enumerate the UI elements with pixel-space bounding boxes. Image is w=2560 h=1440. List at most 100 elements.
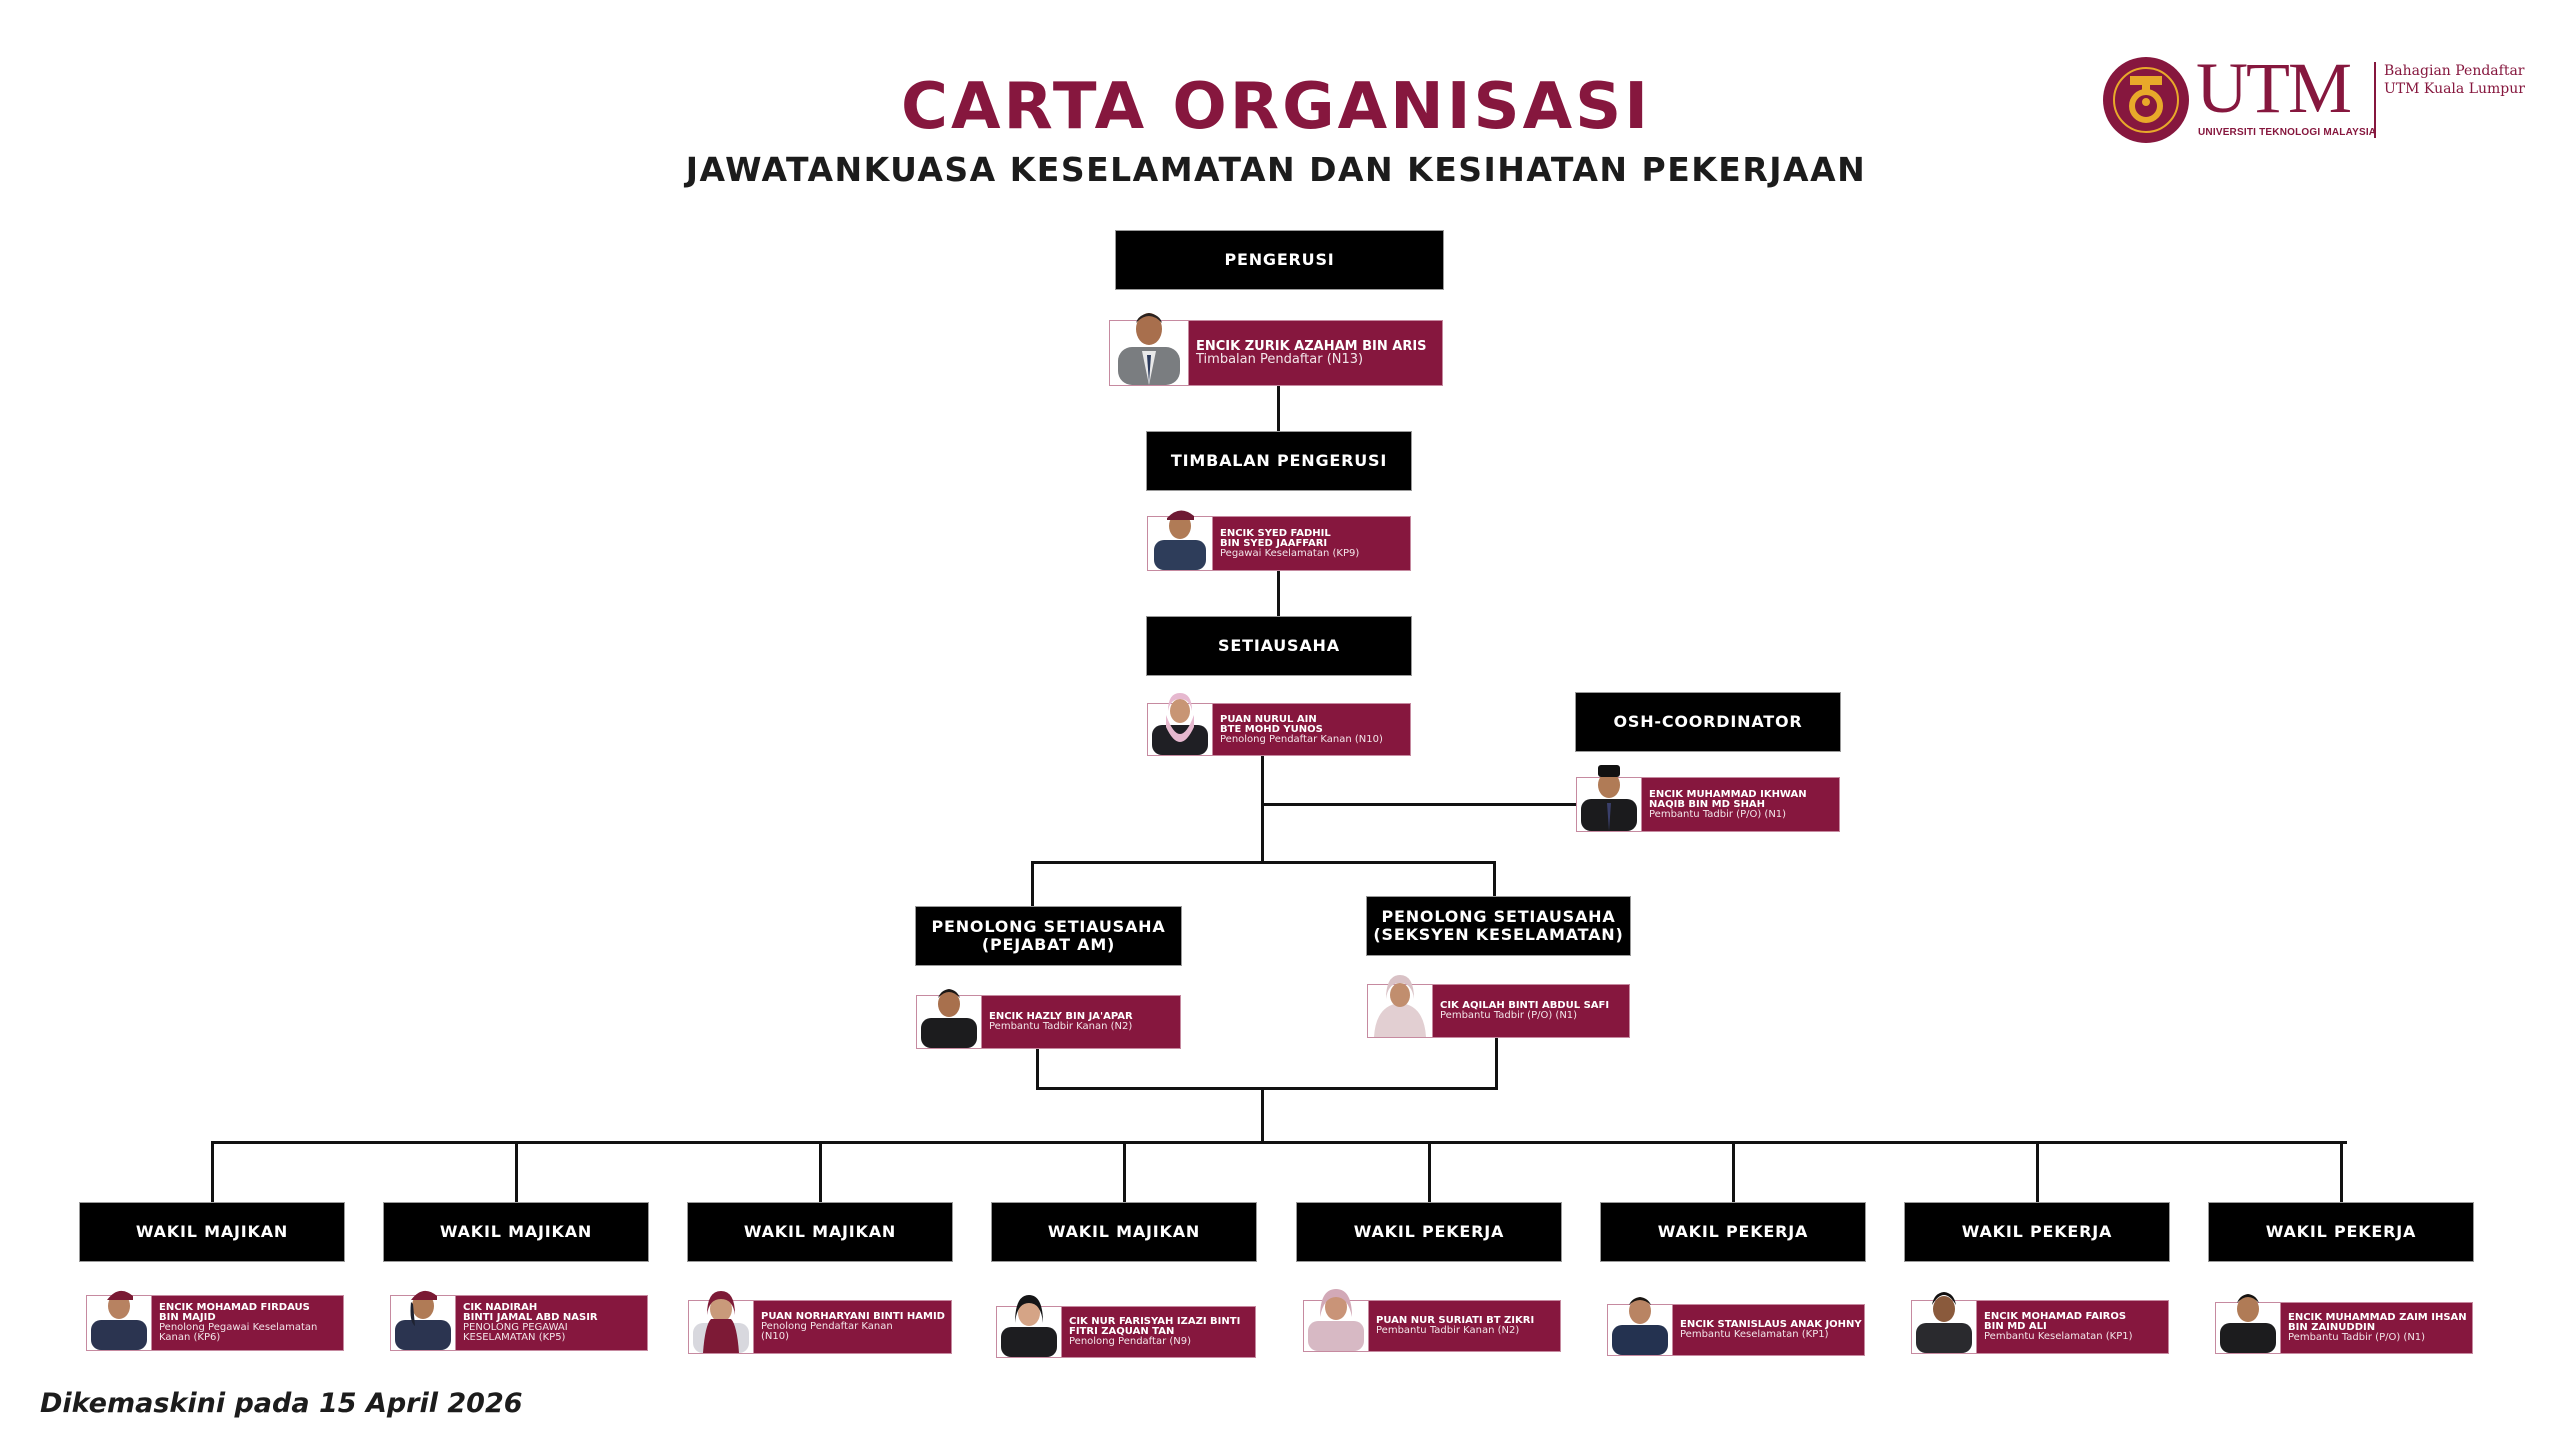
chart-title: CARTA ORGANISASI <box>900 70 1652 144</box>
member-card-representative[interactable]: CIK NUR FARISYAH IZAZI BINTI FITRI ZAQUA… <box>996 1295 1256 1358</box>
member-position: Pembantu Tadbir (P/O) (N1) <box>2288 1332 2426 1343</box>
utm-university-name: UNIVERSITI TEKNOLOGI MALAYSIA <box>2198 127 2377 138</box>
member-photo <box>87 1290 152 1350</box>
connector-penolong-am-drop <box>1031 861 1034 907</box>
person-photo-icon <box>1916 1292 1972 1353</box>
member-name: ENCIK STANISLAUS ANAK JOHNY <box>1680 1319 1862 1330</box>
member-position: Pembantu Tadbir (P/O) (N1) <box>1649 808 1787 820</box>
connector-penolong-bar <box>1031 861 1496 864</box>
member-photo <box>1148 693 1213 755</box>
role-box-wakil-pekerja: WAKIL PEKERJA <box>1297 1203 1561 1261</box>
member-photo <box>1110 313 1189 385</box>
role-box-wakil-pekerja: WAKIL PEKERJA <box>1601 1203 1865 1261</box>
member-position: Penolong Pendaftar Kanan (N10) <box>761 1321 893 1342</box>
member-name: ENCIK SYED FADHIL BIN SYED JAAFFARI <box>1220 527 1331 549</box>
member-position: Pembantu Keselamatan (KP1) <box>1984 1331 2133 1342</box>
connector-bus <box>211 1141 2347 1144</box>
member-name: ENCIK MUHAMMAD IKHWAN NAQIB BIN MD SHAH <box>1649 788 1807 810</box>
member-position: Pembantu Tadbir Kanan (N2) <box>989 1021 1133 1032</box>
role-box-wakil-majikan: WAKIL MAJIKAN <box>80 1203 344 1261</box>
connector-representative-drop <box>2036 1141 2039 1203</box>
member-photo <box>1304 1289 1369 1351</box>
member-position: Penolong Pendaftar (N9) <box>1069 1336 1192 1347</box>
member-name: PUAN NORHARYANI BINTI HAMID <box>761 1311 945 1322</box>
department-line-2: UTM Kuala Lumpur <box>2384 81 2525 97</box>
connector-representative-drop <box>1428 1141 1431 1203</box>
utm-wordmark: UTM <box>2196 48 2352 128</box>
member-position: Pembantu Tadbir Kanan (N2) <box>1376 1325 1520 1336</box>
member-position: PENOLONG PEGAWAI KESELAMATAN (KP5) <box>463 1322 568 1343</box>
member-card-osh-coordinator[interactable]: ENCIK MUHAMMAD IKHWAN NAQIB BIN MD SHAH … <box>1576 765 1840 832</box>
member-card-setiausaha[interactable]: PUAN NURUL AIN BTE MOHD YUNOS Penolong P… <box>1147 693 1411 756</box>
chart-subtitle: JAWATANKUASA KESELAMATAN DAN KESIHATAN P… <box>685 150 1867 189</box>
role-box-wakil-majikan: WAKIL MAJIKAN <box>992 1203 1256 1261</box>
member-photo <box>1912 1292 1977 1353</box>
member-name: ENCIK HAZLY BIN JA'APAR <box>989 1011 1133 1022</box>
member-position: Pegawai Keselamatan (KP9) <box>1220 547 1360 559</box>
person-photo-icon <box>1118 313 1180 385</box>
logo-divider <box>2374 62 2376 138</box>
person-photo-icon <box>1154 510 1206 570</box>
role-box-osh-coordinator: OSH-COORDINATOR <box>1576 693 1840 751</box>
department-name: Bahagian Pendaftar UTM Kuala Lumpur <box>2384 62 2525 98</box>
member-photo <box>997 1295 1062 1357</box>
person-photo-icon <box>1612 1297 1668 1355</box>
member-position: Pembantu Tadbir (P/O) (N1) <box>1440 1010 1578 1021</box>
connector-pengerusi-timbalan <box>1277 386 1280 432</box>
role-box-wakil-majikan: WAKIL MAJIKAN <box>384 1203 648 1261</box>
member-photo <box>1148 510 1213 570</box>
person-photo-icon <box>1581 765 1637 831</box>
connector-penolong-am-up <box>1036 1049 1039 1089</box>
member-position: Pembantu Keselamatan (KP1) <box>1680 1329 1829 1340</box>
member-card-penolong-setiausaha-keselamatan[interactable]: CIK AQILAH BINTI ABDUL SAFI Pembantu Tad… <box>1367 975 1630 1038</box>
role-box-setiausaha: SETIAUSAHA <box>1147 617 1411 675</box>
last-updated-note: Dikemaskini pada 15 April 2026 <box>40 1388 523 1419</box>
member-name: CIK AQILAH BINTI ABDUL SAFI <box>1440 1000 1610 1011</box>
person-photo-icon <box>395 1290 451 1350</box>
person-photo-icon <box>1001 1295 1057 1357</box>
person-photo-icon <box>91 1290 147 1350</box>
connector-osh-branch <box>1261 803 1576 806</box>
person-photo-icon <box>693 1291 749 1353</box>
connector-setiausaha-trunk <box>1261 756 1264 864</box>
member-position: Timbalan Pendaftar (N13) <box>1196 352 1364 367</box>
connector-timbalan-setiausaha <box>1277 571 1280 617</box>
member-card-pengerusi[interactable]: ENCIK ZURIK AZAHAM BIN ARIS Timbalan Pen… <box>1109 313 1443 386</box>
member-name: PUAN NUR SURIATI BT ZIKRI <box>1376 1315 1535 1326</box>
member-name: CIK NUR FARISYAH IZAZI BINTI FITRI ZAQUA… <box>1069 1316 1241 1337</box>
member-photo <box>917 989 982 1048</box>
member-name: ENCIK MOHAMAD FIRDAUS BIN MAJID <box>159 1302 310 1323</box>
connector-representative-drop <box>1123 1141 1126 1203</box>
role-box-penolong-setiausaha-keselamatan: PENOLONG SETIAUSAHA (SEKSYEN KESELAMATAN… <box>1367 897 1630 955</box>
member-photo <box>1577 765 1642 831</box>
connector-penolong-join <box>1036 1087 1498 1090</box>
role-box-wakil-pekerja: WAKIL PEKERJA <box>1905 1203 2169 1261</box>
connector-representative-drop <box>515 1141 518 1203</box>
utm-seal-icon <box>2103 57 2189 143</box>
member-photo <box>1608 1297 1673 1355</box>
role-box-pengerusi: PENGERUSI <box>1116 231 1443 289</box>
member-name: PUAN NURUL AIN BTE MOHD YUNOS <box>1220 713 1323 735</box>
role-box-wakil-pekerja: WAKIL PEKERJA <box>2209 1203 2473 1261</box>
connector-join-to-bus <box>1261 1087 1264 1143</box>
connector-representative-drop <box>211 1141 214 1203</box>
connector-representative-drop <box>2340 1141 2343 1203</box>
department-line-1: Bahagian Pendaftar <box>2384 63 2525 79</box>
member-name: CIK NADIRAH BINTI JAMAL ABD NASIR <box>463 1302 598 1323</box>
member-card-timbalan-pengerusi[interactable]: ENCIK SYED FADHIL BIN SYED JAAFFARI Pega… <box>1147 510 1411 571</box>
member-name: ENCIK ZURIK AZAHAM BIN ARIS <box>1196 339 1427 354</box>
member-card-penolong-setiausaha-am[interactable]: ENCIK HAZLY BIN JA'APAR Pembantu Tadbir … <box>916 989 1181 1049</box>
person-photo-icon <box>1308 1289 1364 1351</box>
person-photo-icon <box>1374 975 1426 1037</box>
member-position: Penolong Pendaftar Kanan (N10) <box>1220 733 1383 745</box>
member-position: Penolong Pegawai Keselamatan Kanan (KP6) <box>159 1322 318 1343</box>
member-photo <box>391 1290 456 1350</box>
member-photo <box>1368 975 1433 1037</box>
